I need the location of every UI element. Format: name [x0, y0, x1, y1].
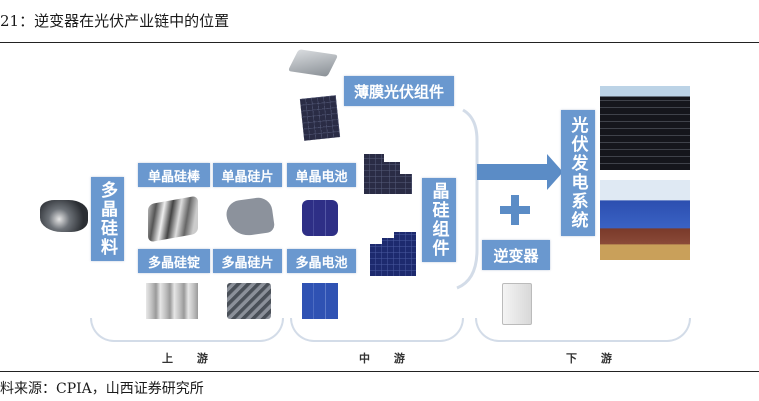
thin-film-panel-image [299, 95, 341, 141]
poly-modules-image [370, 244, 382, 276]
mono-cell-box: 单晶电池 [287, 163, 356, 187]
mono-cell-image [302, 200, 338, 236]
poly-wafers-image [227, 283, 271, 319]
top-divider [0, 42, 759, 43]
rooftop-solar-image [600, 180, 690, 260]
stage-label-upstream: 上 游 [162, 352, 218, 365]
mono-wafer-box: 单晶硅片 [213, 163, 282, 187]
thin-film-flexible-image [287, 49, 339, 77]
poly-cell-box: 多晶电池 [287, 249, 356, 273]
pv-system-box: 光伏发电系统 [561, 110, 595, 236]
plus-icon [500, 195, 530, 225]
bottom-divider [0, 371, 759, 372]
mono-modules-image-3 [400, 174, 412, 194]
upstream-bracket [90, 318, 284, 342]
poly-cell-image [302, 283, 338, 319]
polysilicon-box: 多晶硅料 [91, 177, 124, 261]
crystalline-module-box: 晶硅组件 [422, 178, 456, 262]
polysilicon-chunks-image [40, 200, 88, 232]
stage-label-downstream: 下 游 [566, 352, 622, 365]
connector-svg [456, 108, 563, 290]
poly-ingots-image [146, 283, 198, 319]
mono-modules-image-2 [384, 162, 400, 194]
poly-ingot-box: 多晶硅锭 [138, 249, 210, 273]
poly-modules-image-2 [382, 238, 394, 276]
solar-farm-image [600, 86, 690, 170]
inverter-box: 逆变器 [482, 240, 550, 270]
midstream-bracket [290, 318, 464, 342]
poly-wafer-box: 多晶硅片 [213, 249, 282, 273]
mono-wafer-image [224, 195, 276, 239]
inverter-unit-image [502, 283, 532, 325]
mono-ingot-rods-image [148, 195, 198, 243]
mono-ingot-box: 单晶硅棒 [138, 163, 210, 187]
stage-label-midstream: 中 游 [359, 352, 415, 365]
downstream-bracket [475, 318, 691, 342]
source-note: 料来源：CPIA，山西证券研究所 [0, 381, 204, 397]
mono-modules-image [364, 154, 384, 194]
arrow-right-icon [477, 154, 563, 190]
figure-title: 21：逆变器在光伏产业链中的位置 [0, 12, 230, 30]
thin-film-module-box: 薄膜光伏组件 [344, 76, 454, 106]
connector-curve [456, 108, 479, 290]
poly-modules-image-3 [394, 232, 416, 276]
